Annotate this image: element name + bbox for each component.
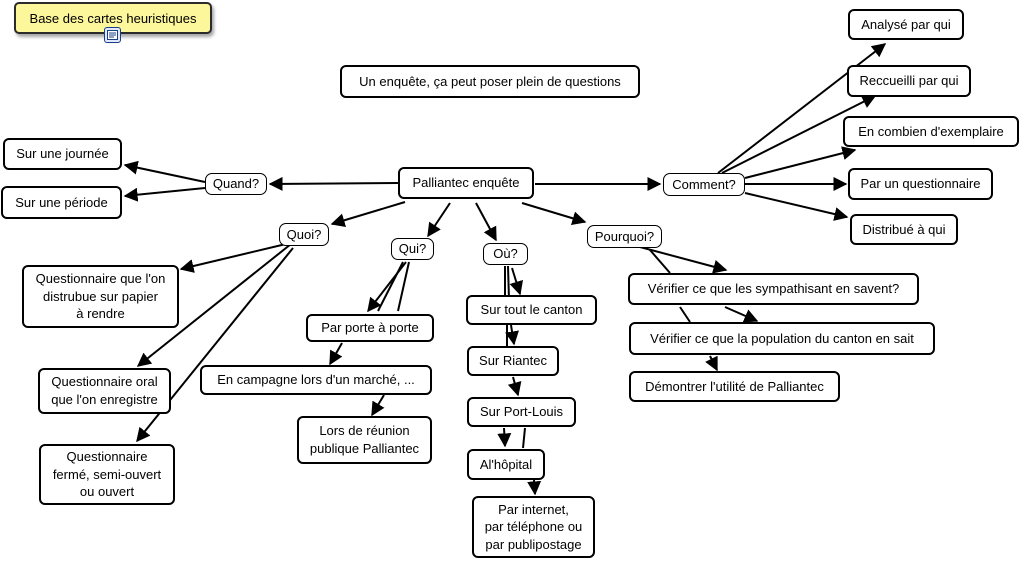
mindmap-title: Base des cartes heuristiques bbox=[29, 10, 197, 26]
connector-line bbox=[717, 43, 887, 174]
connector-line bbox=[330, 201, 406, 228]
connector-line bbox=[427, 202, 451, 238]
branch-ou[interactable]: Où? bbox=[483, 243, 528, 265]
quand-item-periode[interactable]: Sur une période bbox=[1, 186, 122, 219]
connector-line bbox=[397, 261, 410, 312]
connector-line bbox=[649, 249, 671, 274]
connector-line bbox=[509, 267, 523, 296]
ou-item-canton[interactable]: Sur tout le canton bbox=[466, 295, 597, 325]
connector-line bbox=[744, 192, 849, 221]
qui-item-marche[interactable]: En campagne lors d'un marché, ... bbox=[200, 365, 432, 395]
ou-item-hopital[interactable]: Al'hôpital bbox=[467, 449, 545, 480]
branch-pourquoi[interactable]: Pourquoi? bbox=[587, 225, 662, 248]
connector-line bbox=[507, 376, 522, 397]
center-node[interactable]: Palliantec enquête bbox=[398, 167, 534, 199]
branch-comment[interactable]: Comment? bbox=[663, 173, 745, 196]
note-icon[interactable] bbox=[104, 27, 121, 43]
connector-line bbox=[505, 324, 519, 346]
connector-line bbox=[497, 427, 512, 448]
comment-item-questionnaire[interactable]: Par un questionnaire bbox=[848, 168, 993, 200]
connector-line bbox=[371, 394, 385, 417]
comment-item-exemplaire[interactable]: En combien d'exemplaire bbox=[843, 116, 1019, 147]
heading-node[interactable]: Un enquête, ça peut poser plein de quest… bbox=[340, 65, 640, 98]
connector-line bbox=[268, 176, 399, 191]
comment-item-analyse[interactable]: Analysé par qui bbox=[848, 9, 964, 40]
qui-item-reunion[interactable]: Lors de réunion publique Palliantec bbox=[297, 416, 432, 464]
quand-item-journee[interactable]: Sur une journée bbox=[3, 138, 122, 170]
connector-line bbox=[679, 306, 691, 323]
connector-line bbox=[507, 265, 510, 301]
quoi-item-papier[interactable]: Questionnaire que l'on distrubue sur pap… bbox=[22, 265, 179, 328]
connector-line bbox=[721, 95, 877, 174]
pourquoi-item-utilite[interactable]: Démontrer l'utilité de Palliantec bbox=[629, 371, 840, 402]
connector-line bbox=[639, 246, 728, 274]
connector-line bbox=[123, 187, 206, 202]
qui-item-porte[interactable]: Par porte à porte bbox=[306, 314, 434, 342]
connector-line bbox=[705, 355, 718, 372]
connector-line bbox=[136, 243, 292, 367]
connector-line bbox=[724, 306, 759, 323]
quoi-item-ferme[interactable]: Questionnaire fermé, semi-ouvert ou ouve… bbox=[39, 444, 175, 505]
ou-item-riantec[interactable]: Sur Riantec bbox=[467, 346, 559, 376]
branch-qui[interactable]: Qui? bbox=[391, 238, 434, 260]
branch-quoi[interactable]: Quoi? bbox=[279, 223, 329, 246]
ou-item-portlouis[interactable]: Sur Port-Louis bbox=[467, 397, 576, 427]
connector-line bbox=[329, 342, 343, 366]
pourquoi-item-sympathisant[interactable]: Vérifier ce que les sympathisant en save… bbox=[628, 273, 919, 305]
ou-item-internet[interactable]: Par internet, par téléphone ou par publi… bbox=[472, 496, 595, 558]
connector-line bbox=[123, 160, 206, 183]
comment-item-distribue[interactable]: Distribué à qui bbox=[850, 214, 958, 245]
pourquoi-item-population[interactable]: Vérifier ce que la population du canton … bbox=[629, 322, 935, 355]
connector-line bbox=[522, 427, 526, 449]
connector-line bbox=[179, 243, 287, 273]
branch-quand[interactable]: Quand? bbox=[205, 173, 267, 195]
comment-item-recueilli[interactable]: Reccueilli par qui bbox=[847, 65, 971, 97]
connector-line bbox=[521, 202, 587, 226]
quoi-item-oral[interactable]: Questionnaire oral que l'on enregistre bbox=[38, 368, 171, 414]
connector-line bbox=[475, 202, 497, 242]
connector-line bbox=[744, 146, 857, 179]
connector-line bbox=[377, 261, 404, 312]
connector-line bbox=[527, 479, 542, 496]
